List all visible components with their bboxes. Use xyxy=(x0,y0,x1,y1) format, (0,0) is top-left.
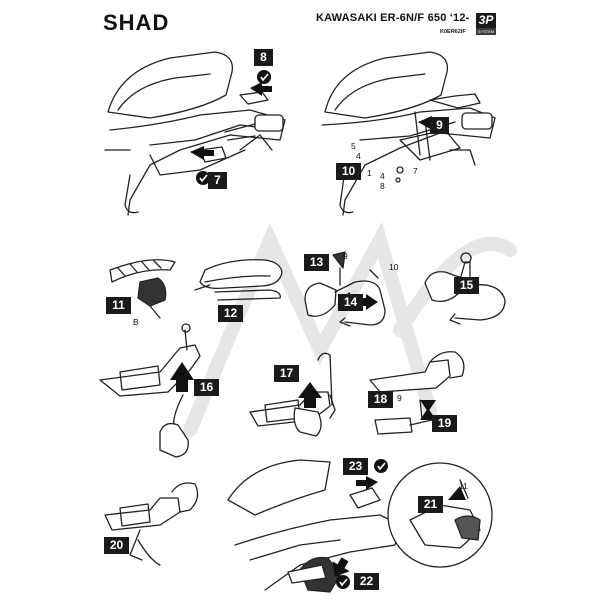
step-23-label: 23 xyxy=(343,458,368,475)
badge-main: 3P xyxy=(476,13,496,28)
step-20-label: 20 xyxy=(104,537,129,554)
step-8-label: 8 xyxy=(254,49,273,66)
brand-logo: SHAD xyxy=(103,10,170,35)
step-16-label: 16 xyxy=(194,379,219,396)
step-13-label: 13 xyxy=(304,254,329,271)
check-icon-7 xyxy=(196,171,210,185)
step-21-label: 21 xyxy=(418,496,443,513)
step-19-label: 19 xyxy=(432,415,457,432)
panel-step-13-14 xyxy=(304,251,386,327)
step-7-label: 7 xyxy=(208,172,227,189)
part-label-4b: 4 xyxy=(380,171,385,181)
model-title: KAWASAKI ER-6N/F 650 ‘12- xyxy=(316,12,470,24)
step-14-label: 14 xyxy=(338,294,363,311)
step-22-label: 22 xyxy=(354,573,379,590)
step-12-label: 12 xyxy=(218,305,243,322)
part-label-9: 9 xyxy=(343,251,348,261)
step-15-label: 15 xyxy=(454,277,479,294)
panel-step-12 xyxy=(194,259,283,301)
check-icon-23 xyxy=(374,459,388,473)
part-label-5: 5 xyxy=(351,141,356,151)
part-label-11: 11 xyxy=(459,481,468,491)
step-11-label: 11 xyxy=(106,297,131,314)
part-label-8: 8 xyxy=(380,181,385,191)
part-label-7: 7 xyxy=(413,166,418,176)
check-marks xyxy=(196,70,388,589)
part-label-4: 4 xyxy=(356,151,361,161)
panel-rear-frame-right xyxy=(321,51,496,216)
panel-step-11 xyxy=(109,259,176,319)
step-17-label: 17 xyxy=(274,365,299,382)
model-code: K0ER62IF xyxy=(440,29,466,35)
panel-step-18-19 xyxy=(369,351,465,435)
step-18-label: 18 xyxy=(368,391,393,408)
badge-sub: SYSTEM xyxy=(476,28,496,35)
part-label-9b: 9 xyxy=(397,393,402,403)
panel-step-21-23 xyxy=(227,459,493,593)
system-badge: 3P SYSTEM xyxy=(476,13,496,35)
check-icon-22 xyxy=(336,575,350,589)
step-10-label: 10 xyxy=(336,163,361,180)
part-label-1: 1 xyxy=(367,168,372,178)
panel-rear-frame-left xyxy=(104,51,286,216)
panel-step-20 xyxy=(104,482,199,566)
part-label-10: 10 xyxy=(389,262,399,272)
part-label-b: B xyxy=(133,317,139,327)
panel-step-16 xyxy=(99,323,201,458)
step-9-label: 9 xyxy=(430,117,449,134)
check-icon-8 xyxy=(257,70,271,84)
